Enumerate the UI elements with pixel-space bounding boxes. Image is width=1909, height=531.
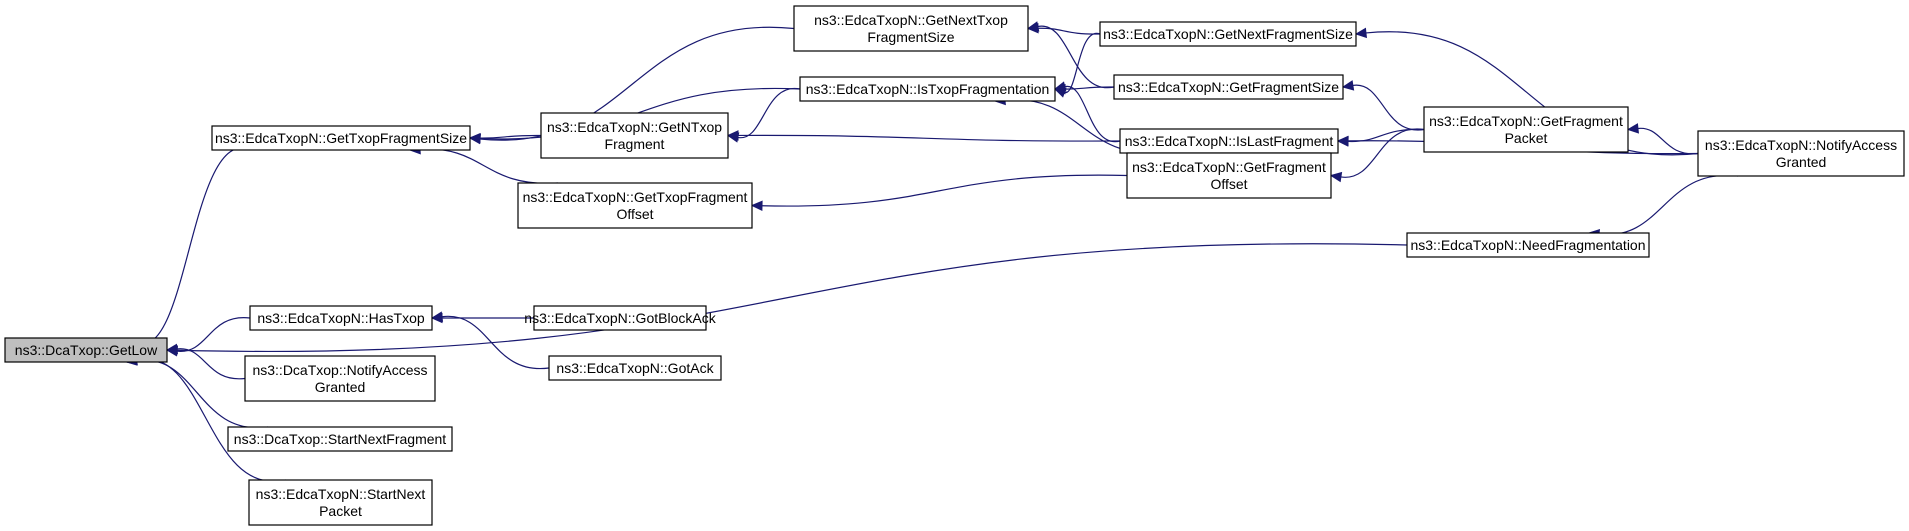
edge-hasTxop-to-root (176, 317, 251, 352)
edge-getFragmentOffset-to-getTxopFragmentOffset (761, 174, 1128, 207)
arrowhead-isLastFragment (1336, 135, 1349, 147)
node-label: ns3::EdcaTxopN::GotAck (556, 360, 714, 376)
node-label: ns3::EdcaTxopN::GetTxopFragment (523, 189, 748, 205)
arrowhead-hasTxop (430, 311, 444, 322)
node-box (548, 355, 722, 381)
node-label: FragmentSize (867, 29, 954, 45)
node-label: Packet (319, 503, 362, 519)
node-label: ns3::DcaTxop::NotifyAccess (252, 362, 427, 378)
node-label: Offset (616, 206, 653, 222)
edge-edcaNotifyAccessGranted-to-needFragmentation (1598, 174, 1739, 236)
node-label: ns3::EdcaTxopN::GetNextTxop (814, 12, 1008, 28)
node-box (1113, 74, 1344, 100)
node-box (540, 112, 729, 159)
arrowhead-root (165, 344, 178, 356)
node-box (1099, 21, 1357, 47)
node-getFragmentSize[interactable]: ns3::EdcaTxopN::GetFragmentSize (1113, 74, 1344, 100)
node-label: ns3::EdcaTxopN::GetFragment (1429, 113, 1623, 129)
node-label: ns3::EdcaTxopN::GetTxopFragmentSize (215, 130, 467, 146)
node-box (517, 182, 753, 229)
node-label: ns3::DcaTxop::StartNextFragment (234, 431, 447, 447)
node-label: ns3::EdcaTxopN::IsLastFragment (1125, 133, 1334, 149)
node-box (4, 337, 168, 363)
edge-edcaNotifyAccessGranted-to-getFragmentPacket (1637, 127, 1699, 155)
edge-gotAck-to-hasTxop (441, 315, 550, 370)
edge-isLastFragment-to-getNTxopFragment (737, 134, 1121, 142)
node-box (1423, 106, 1629, 153)
node-label: ns3::EdcaTxopN::NeedFragmentation (1410, 237, 1645, 253)
node-getTxopFragmentSize[interactable]: ns3::EdcaTxopN::GetTxopFragmentSize (211, 125, 471, 151)
edge-getNextFragmentSize-to-getNextTxopFragmentSize (1037, 27, 1101, 35)
node-needFragmentation[interactable]: ns3::EdcaTxopN::NeedFragmentation (1406, 232, 1650, 258)
node-label: ns3::EdcaTxopN::GetNextFragmentSize (1103, 26, 1353, 42)
node-label: Granted (315, 379, 366, 395)
node-label: ns3::EdcaTxopN::GotBlockAck (524, 310, 716, 326)
node-box (244, 355, 436, 402)
nodes-layer: ns3::DcaTxop::GetLow ns3::EdcaTxopN::GetT… (4, 5, 1905, 526)
node-box (1697, 130, 1905, 177)
node-box (793, 5, 1029, 52)
arrowhead-getFragmentPacket (1626, 123, 1639, 134)
edge-getNTxopFragment-to-getTxopFragmentSize (479, 134, 542, 139)
edge-getFragmentPacket-to-getFragmentOffset (1340, 128, 1425, 178)
arrowhead-getFragmentSize (1341, 80, 1355, 91)
node-hasTxop[interactable]: ns3::EdcaTxopN::HasTxop (249, 305, 433, 331)
edge-getNextFragmentSize-to-isTxopFragmentation (1064, 33, 1101, 94)
node-label: ns3::EdcaTxopN::GetFragment (1132, 159, 1326, 175)
node-box (1126, 152, 1332, 199)
node-box (1119, 128, 1339, 154)
arrowhead-getNextFragmentSize (1354, 27, 1367, 39)
node-label: ns3::EdcaTxopN::IsTxopFragmentation (806, 81, 1050, 97)
arrowhead-isTxopFragmentation (1053, 81, 1067, 92)
edge-getFragmentSize-to-isTxopFragmentation (1064, 86, 1115, 90)
node-label: ns3::EdcaTxopN::StartNext (256, 486, 426, 502)
node-getNextFragmentSize[interactable]: ns3::EdcaTxopN::GetNextFragmentSize (1099, 21, 1357, 47)
node-label: ns3::EdcaTxopN::HasTxop (257, 310, 425, 326)
node-label: Offset (1210, 176, 1247, 192)
node-label: ns3::EdcaTxopN::GetFragmentSize (1118, 79, 1339, 95)
edge-getFragmentPacket-to-getFragmentSize (1352, 84, 1425, 131)
node-box (211, 125, 471, 151)
edge-getTxopFragmentSize-to-root (135, 147, 253, 345)
node-label: ns3::EdcaTxopN::NotifyAccess (1705, 137, 1897, 153)
arrowhead-getNTxopFragment (726, 130, 739, 141)
node-box (249, 305, 433, 331)
node-label: Fragment (605, 136, 665, 152)
edge-getTxopFragmentOffset-to-getTxopFragmentSize (419, 148, 559, 184)
node-box (227, 426, 453, 452)
node-label: ns3::DcaTxop::GetLow (15, 342, 158, 358)
node-gotBlockAck[interactable]: ns3::EdcaTxopN::GotBlockAck (524, 305, 717, 331)
edge-dcaNotifyAccessGranted-to-root (176, 348, 246, 380)
node-box (248, 479, 433, 526)
node-label: ns3::EdcaTxopN::GetNTxop (547, 119, 722, 135)
arrowhead-getTxopFragmentOffset (750, 200, 763, 212)
node-root[interactable]: ns3::DcaTxop::GetLow (4, 337, 168, 363)
node-label: Packet (1505, 130, 1548, 146)
node-isLastFragment[interactable]: ns3::EdcaTxopN::IsLastFragment (1119, 128, 1339, 154)
node-startNextFragment[interactable]: ns3::DcaTxop::StartNextFragment (227, 426, 453, 452)
edge-getFragmentPacket-to-isLastFragment (1347, 128, 1425, 143)
node-box (799, 76, 1056, 102)
edge-edcaNotifyAccessGranted-to-getNextFragmentSize (1365, 31, 1699, 156)
node-label: Granted (1776, 154, 1827, 170)
arrowhead-getTxopFragmentSize (468, 132, 481, 144)
edge-isTxopFragmentation-to-getNTxopFragment (737, 87, 801, 139)
node-box (533, 305, 707, 331)
edge-needFragmentation-to-root (176, 243, 1408, 353)
node-box (1406, 232, 1650, 258)
node-isTxopFragmentation[interactable]: ns3::EdcaTxopN::IsTxopFragmentation (799, 76, 1056, 102)
node-gotAck[interactable]: ns3::EdcaTxopN::GotAck (548, 355, 722, 381)
arrowhead-getFragmentOffset (1329, 171, 1343, 183)
arrowhead-getNextTxopFragmentSize (1026, 21, 1040, 32)
